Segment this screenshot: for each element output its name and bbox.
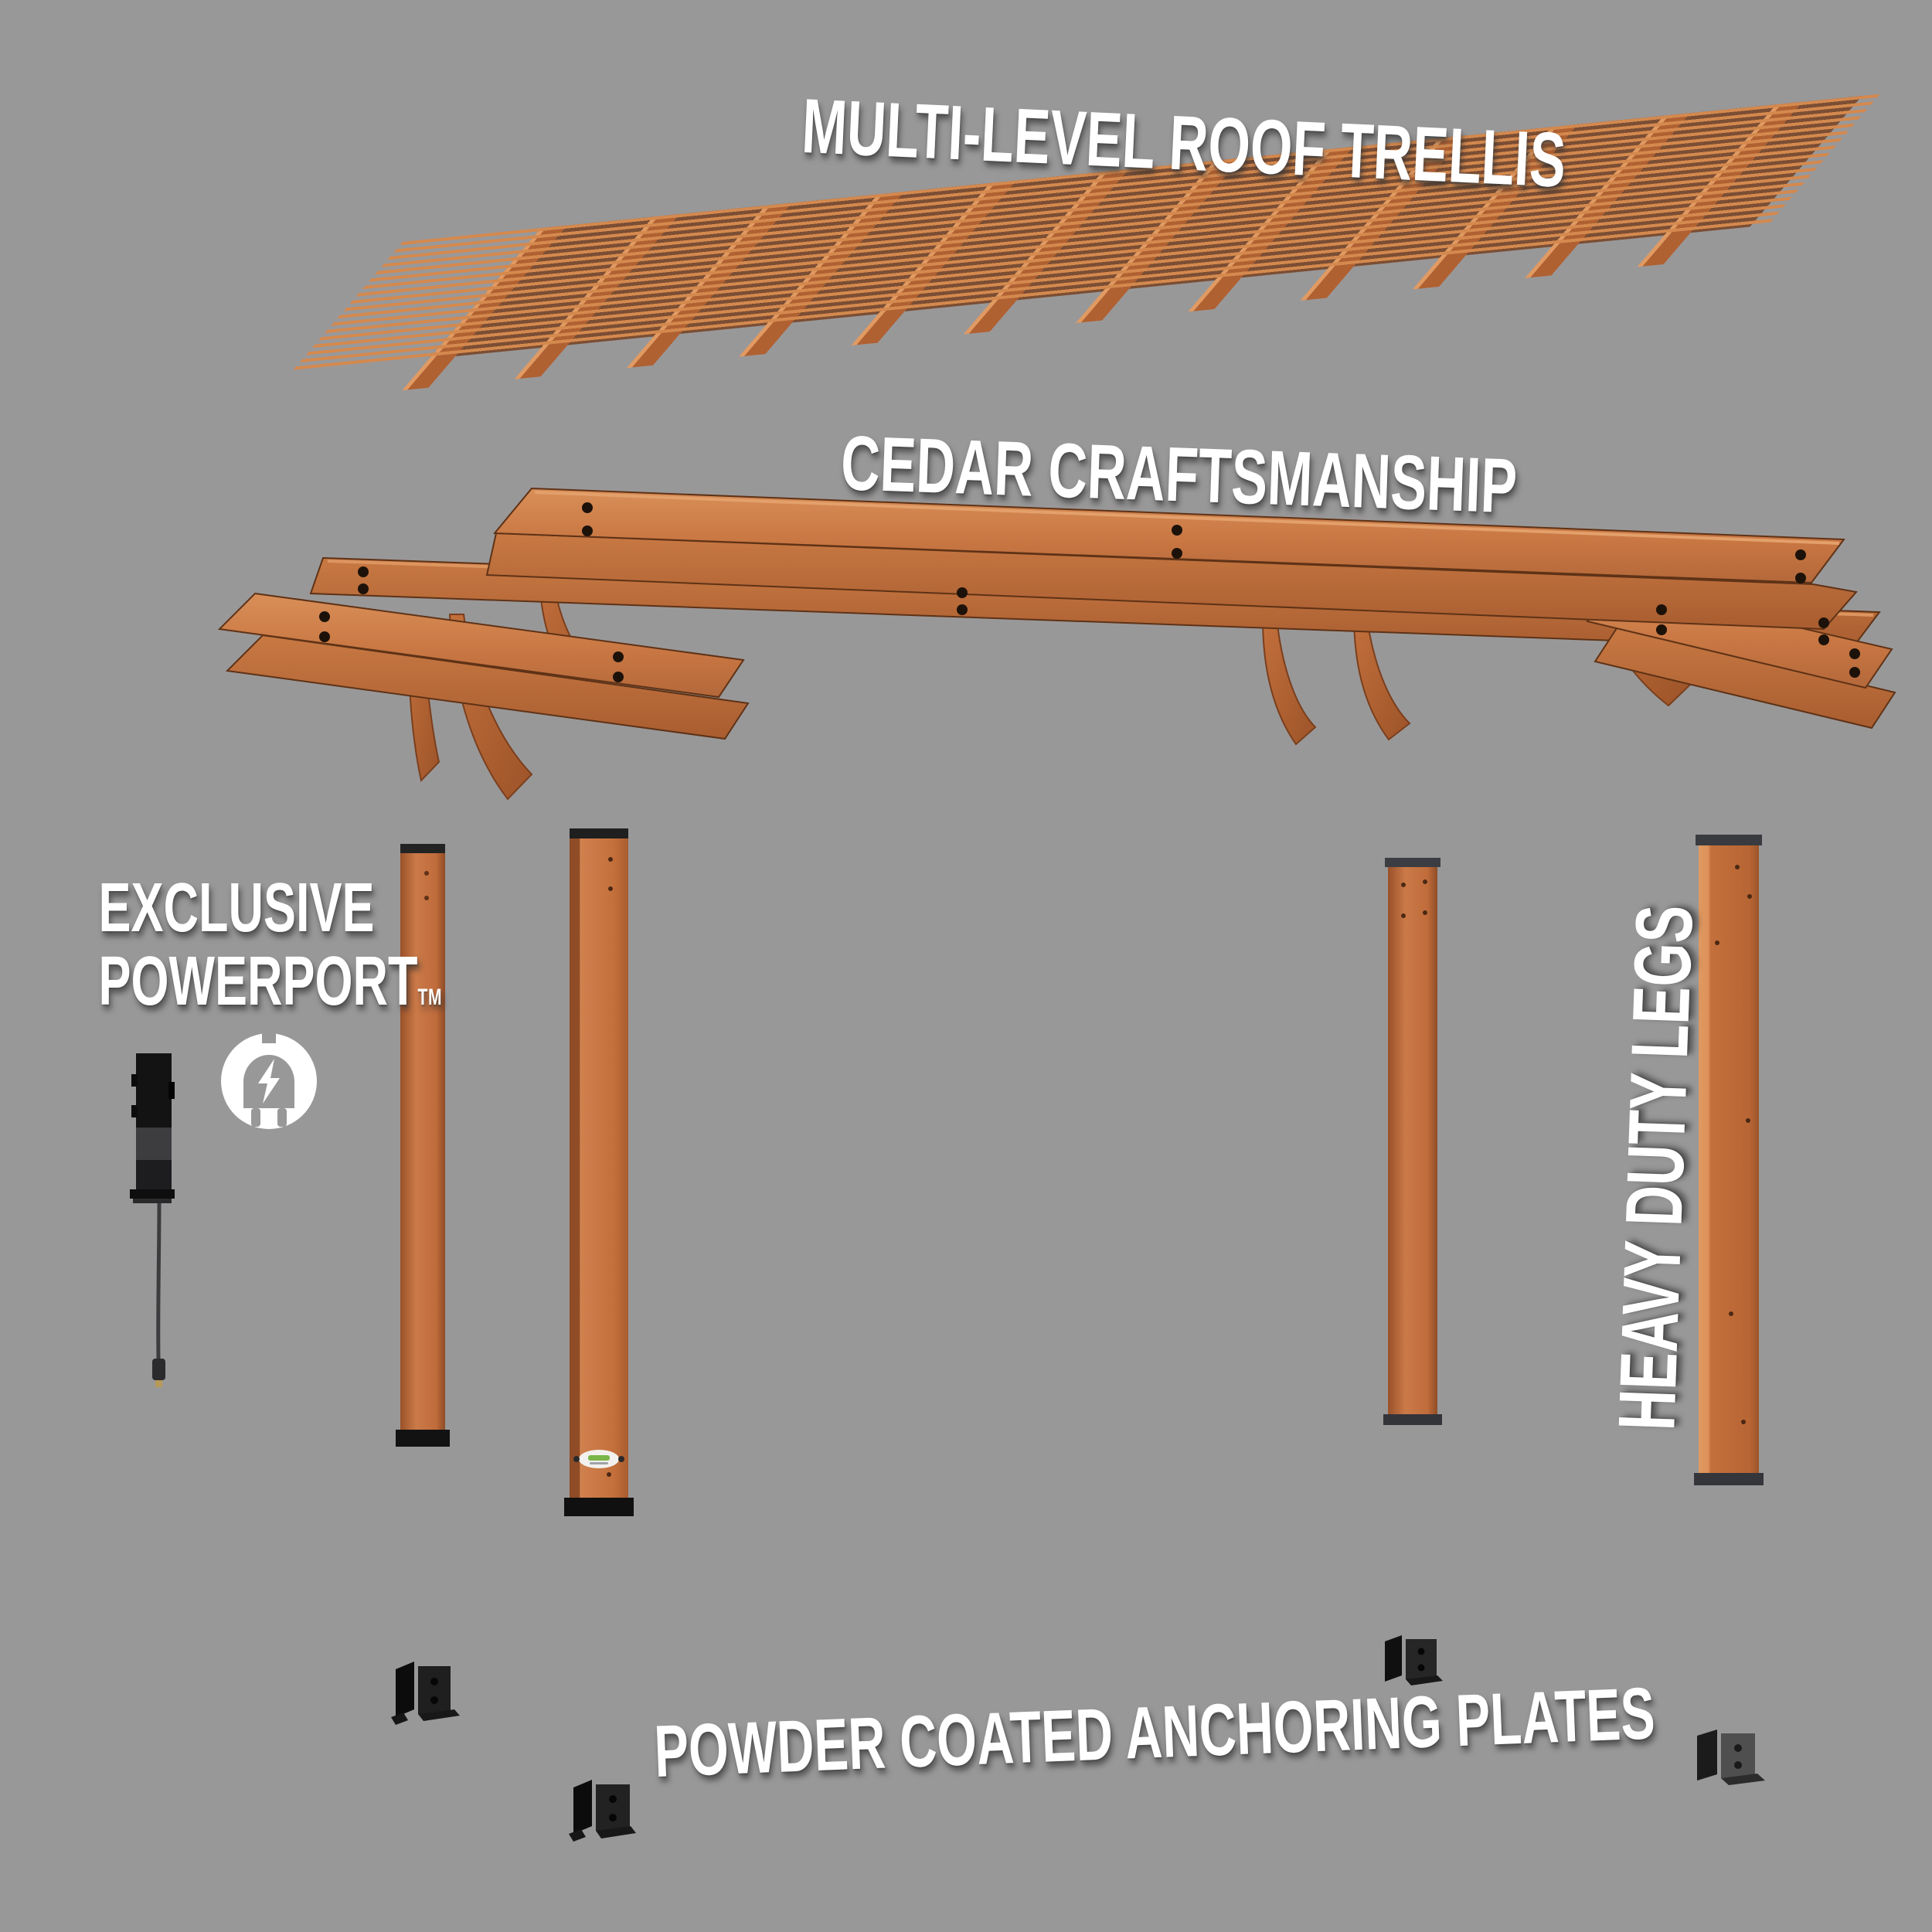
left-end-beam-rear [225,634,750,740]
anchor-plates [391,1635,1765,1842]
powerport-word: POWERPORT [98,943,418,1020]
anchor-plate-1 [391,1662,460,1725]
powerport-label-line1: EXCLUSIVE [98,869,375,947]
power-plug [152,1359,165,1380]
header-beam-lower [485,532,1858,631]
post-1-cap [400,844,445,853]
cedar-label: CEDAR CRAFTSMANSHIP [839,420,1519,530]
powerport-label-line2: POWERPORTTM [99,947,442,1016]
post-3-cap [1385,858,1440,867]
trademark-symbol: TM [417,985,443,1010]
powerport-device [130,1053,175,1387]
left-end-beam-front [217,592,745,699]
power-cord [156,1202,162,1359]
beam-bolts [319,502,1860,682]
corner-brace-5 [1352,614,1411,741]
post-2-base [564,1498,634,1516]
brand-badge [573,1450,624,1468]
anchor-plate-2 [569,1780,636,1842]
post-2-cap [570,828,628,838]
post-1 [396,844,450,1447]
anchor-plate-3 [1385,1635,1443,1685]
header-beam-highlight [534,491,1840,545]
post-3 [1383,858,1442,1425]
post-2 [564,828,634,1516]
heavy-duty-legs-label: HEAVY DUTY LEGS [1601,903,1710,1432]
post-4 [1694,835,1764,1485]
posts [396,828,1764,1516]
corner-brace-4 [1261,617,1317,746]
beam-assembly [217,487,1896,801]
anchor-plate-4 [1697,1730,1765,1785]
post-4-base [1694,1473,1764,1485]
post-1-base [396,1430,450,1447]
plug-lightning-icon [221,1031,317,1129]
post-3-base [1383,1414,1442,1425]
header-beam-upper [492,487,1845,584]
post-4-cap [1696,835,1762,845]
